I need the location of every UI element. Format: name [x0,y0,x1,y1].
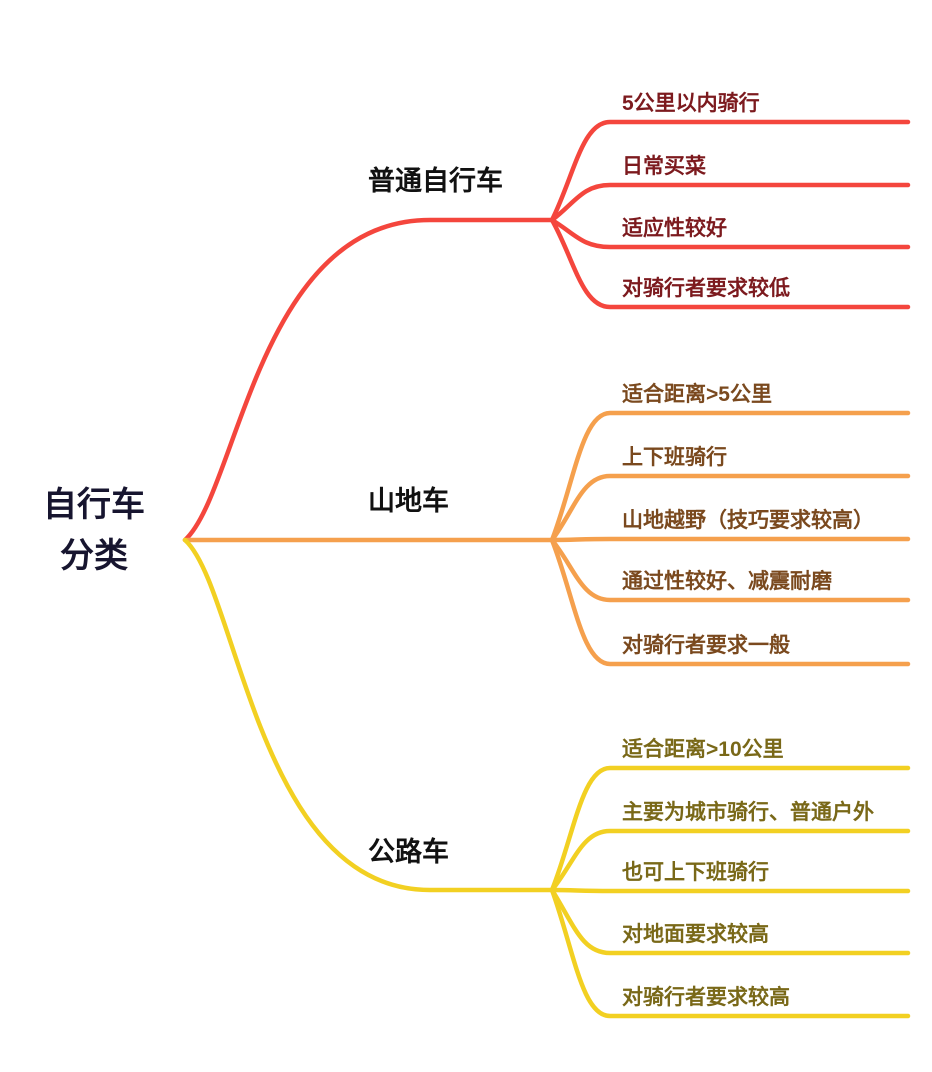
leaf-node[interactable]: 上下班骑行 [622,446,727,469]
leaf-node[interactable]: 对骑行者要求一般 [622,634,790,657]
leaf-node[interactable]: 对骑行者要求较高 [622,986,790,1009]
leaf-node[interactable]: 对地面要求较高 [622,923,769,946]
branch-node-mountain-bike[interactable]: 山地车 [368,486,449,516]
branch-node-road-bike[interactable]: 公路车 [368,837,449,867]
leaf-node[interactable]: 主要为城市骑行、普通户外 [622,801,874,824]
branch-connector-road-bike [182,537,911,1019]
leaf-node[interactable]: 对骑行者要求较低 [622,277,790,300]
leaf-node[interactable]: 适应性较好 [622,217,727,240]
leaf-node[interactable]: 山地越野（技巧要求较高） [622,509,874,532]
leaf-node[interactable]: 5公里以内骑行 [622,92,760,115]
leaf-node[interactable]: 适合距离>5公里 [622,383,772,406]
leaf-node[interactable]: 通过性较好、减震耐磨 [622,570,832,593]
branch-node-ordinary-bicycle[interactable]: 普通自行车 [368,166,503,196]
root-node-bicycle-classification[interactable]: 自行车 分类 [43,486,145,575]
leaf-node[interactable]: 也可上下班骑行 [622,861,769,884]
leaf-node[interactable]: 适合距离>10公里 [622,738,784,761]
branch-connector-ordinary-bicycle [182,119,911,543]
leaf-node[interactable]: 日常买菜 [622,155,706,178]
branch-connector-mountain-bike [182,410,911,667]
